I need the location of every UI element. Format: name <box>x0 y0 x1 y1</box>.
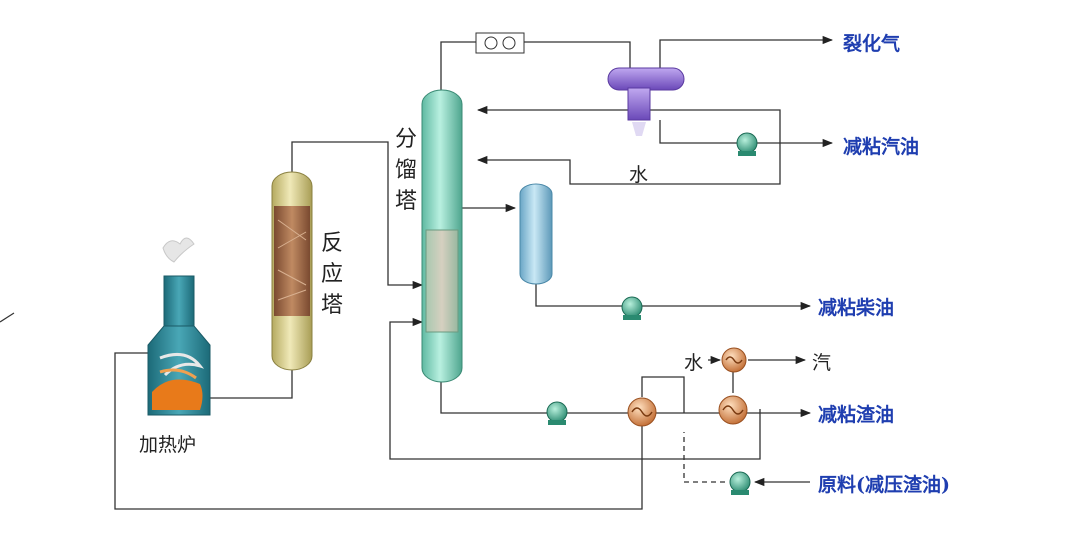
recycle-line <box>389 317 761 460</box>
condenser <box>607 67 685 136</box>
gasoline-line <box>659 120 834 148</box>
reflux-top-line <box>476 105 781 143</box>
heater <box>147 237 211 416</box>
pump-diesel <box>621 296 643 320</box>
pump-residue <box>546 401 568 425</box>
heater-to-reactor-line <box>204 362 293 399</box>
diesel-label: 减粘柴油 <box>818 297 895 319</box>
pump-feed <box>729 471 751 495</box>
overhead-vapor-line <box>440 41 631 98</box>
residue-line <box>440 376 812 418</box>
heat-exchanger-2 <box>718 395 748 425</box>
exchanger-bypass-line <box>641 376 685 413</box>
fractionator <box>421 89 463 383</box>
feed-label: 原料(减压渣油) <box>818 474 950 496</box>
compressor <box>475 32 525 54</box>
edge-tick <box>0 312 15 323</box>
pump-gasoline <box>736 132 758 156</box>
heater-label: 加热炉 <box>139 434 197 456</box>
piping <box>114 35 834 510</box>
steam-boiler <box>721 347 747 373</box>
gasoline-label: 减粘汽油 <box>843 136 920 158</box>
side-stripper <box>519 183 553 285</box>
reactor-label: 反应塔 <box>320 231 343 318</box>
condenser-water-label: 水 <box>629 164 649 186</box>
steam-label: 汽 <box>812 352 832 374</box>
reflux-mid-line <box>476 143 781 185</box>
residue-label: 减粘渣油 <box>818 404 895 426</box>
diesel-line <box>535 280 812 311</box>
boiler-water-label: 水 <box>684 352 704 374</box>
fractionator-label: 分馏塔 <box>394 127 417 214</box>
reactor-to-fractionator-line <box>291 141 424 290</box>
raw-feed-to-exchanger-line <box>683 432 725 483</box>
cracked-gas-line <box>659 35 834 68</box>
heat-exchanger-1 <box>627 397 657 427</box>
feed-to-heater-line <box>114 352 643 510</box>
reactor <box>271 171 313 371</box>
cracked-gas-label: 裂化气 <box>843 33 901 55</box>
